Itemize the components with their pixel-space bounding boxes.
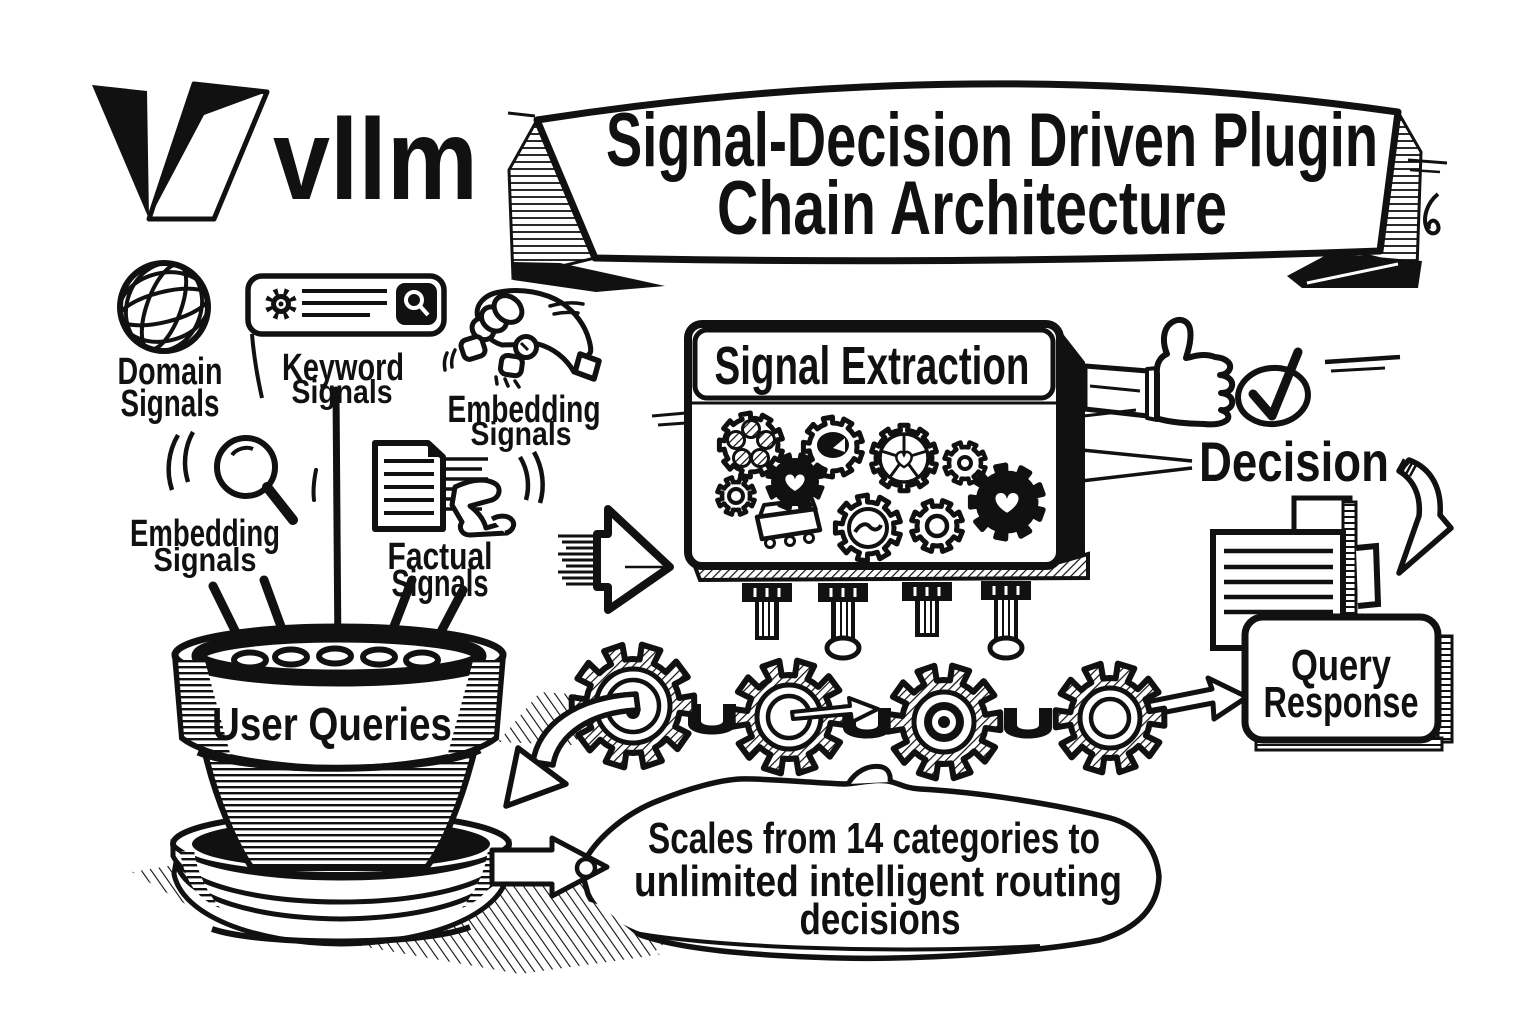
svg-text:Chain Architecture: Chain Architecture [717,166,1227,251]
svg-text:Domain: Domain [118,351,223,393]
svg-text:vllm: vllm [273,96,478,224]
svg-text:Signals: Signals [292,373,393,410]
svg-text:Query: Query [1291,641,1391,690]
svg-text:Embedding: Embedding [130,513,280,555]
svg-text:Scales from 14 categories to: Scales from 14 categories to [648,814,1100,863]
svg-text:Embedding: Embedding [448,389,601,431]
svg-text:Signal-Decision Driven Plugin: Signal-Decision Driven Plugin [606,98,1378,183]
svg-text:Keyword: Keyword [282,347,404,389]
svg-text:unlimited intelligent routing: unlimited intelligent routing [634,857,1122,906]
svg-text:decisions: decisions [800,895,961,944]
svg-text:Decision: Decision [1199,430,1389,493]
svg-text:Signal Extraction: Signal Extraction [715,336,1030,396]
svg-text:Response: Response [1264,678,1419,727]
svg-text:Signals: Signals [471,415,572,452]
svg-text:Signals: Signals [121,383,220,425]
svg-text:Factual: Factual [388,536,493,578]
svg-text:Signals: Signals [154,541,257,578]
svg-text:User Queries: User Queries [212,698,452,750]
